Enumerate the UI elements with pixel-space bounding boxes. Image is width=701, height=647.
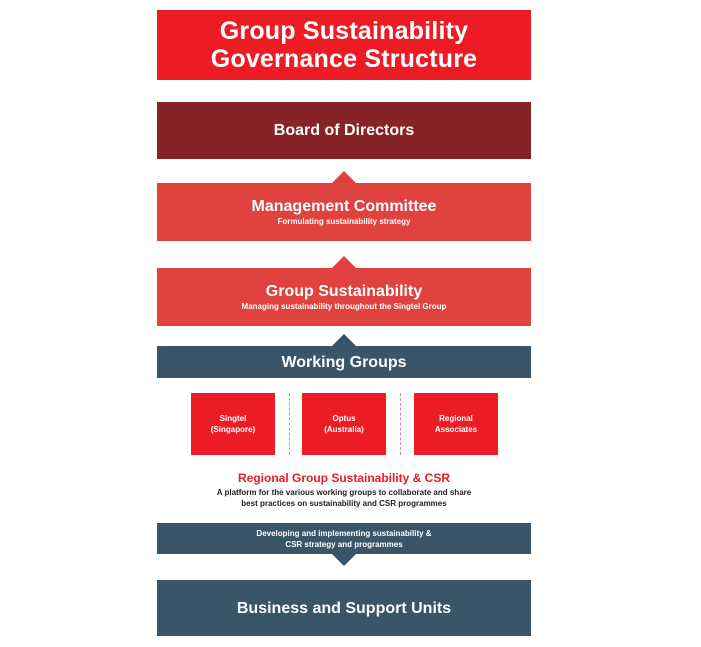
region-optus-line2: (Australia) <box>324 425 364 434</box>
region-separator-2 <box>400 393 401 455</box>
business-support-units-box: Business and Support Units <box>157 580 531 636</box>
regional-csr-description: A platform for the various working group… <box>157 487 531 509</box>
board-of-directors-box: Board of Directors <box>157 102 531 159</box>
arrow-up-to-management <box>332 256 356 268</box>
region-singtel-line1: Singtel <box>219 414 247 423</box>
group-sustainability-subtitle: Managing sustainability throughout the S… <box>241 302 447 311</box>
region-associates-line2: Associates <box>434 425 478 434</box>
working-groups-label: Working Groups <box>281 353 407 371</box>
regional-csr-desc-line2: best practices on sustainability and CSR… <box>241 499 447 508</box>
group-sustainability-box: Group Sustainability Managing sustainabi… <box>157 268 531 326</box>
working-groups-box: Working Groups <box>157 346 531 378</box>
developing-line2: CSR strategy and programmes <box>285 539 403 549</box>
region-singtel-box: Singtel (Singapore) <box>191 393 275 455</box>
region-associates-line1: Regional <box>439 414 473 423</box>
arrow-down-to-business-units <box>332 554 356 566</box>
management-committee-label: Management Committee <box>251 198 437 215</box>
region-optus-box: Optus (Australia) <box>302 393 386 455</box>
region-associates-box: Regional Associates <box>414 393 498 455</box>
developing-line1: Developing and implementing sustainabili… <box>256 528 432 538</box>
business-support-units-label: Business and Support Units <box>236 599 452 617</box>
board-label: Board of Directors <box>273 122 415 139</box>
arrow-up-to-board <box>332 171 356 183</box>
title-line-2: Governance Structure <box>210 45 478 73</box>
title-line-1: Group Sustainability <box>219 17 469 45</box>
group-sustainability-label: Group Sustainability <box>265 283 423 300</box>
region-singtel-line2: (Singapore) <box>210 425 256 434</box>
management-committee-subtitle: Formulating sustainability strategy <box>277 217 411 226</box>
region-optus-line1: Optus <box>332 414 356 423</box>
region-separator-1 <box>289 393 290 455</box>
regional-csr-desc-line1: A platform for the various working group… <box>216 488 472 497</box>
developing-box: Developing and implementing sustainabili… <box>157 523 531 554</box>
regional-csr-title: Regional Group Sustainability & CSR <box>237 471 451 485</box>
management-committee-box: Management Committee Formulating sustain… <box>157 183 531 241</box>
diagram-title: Group Sustainability Governance Structur… <box>157 10 531 80</box>
arrow-up-to-group-sustainability <box>332 334 356 346</box>
